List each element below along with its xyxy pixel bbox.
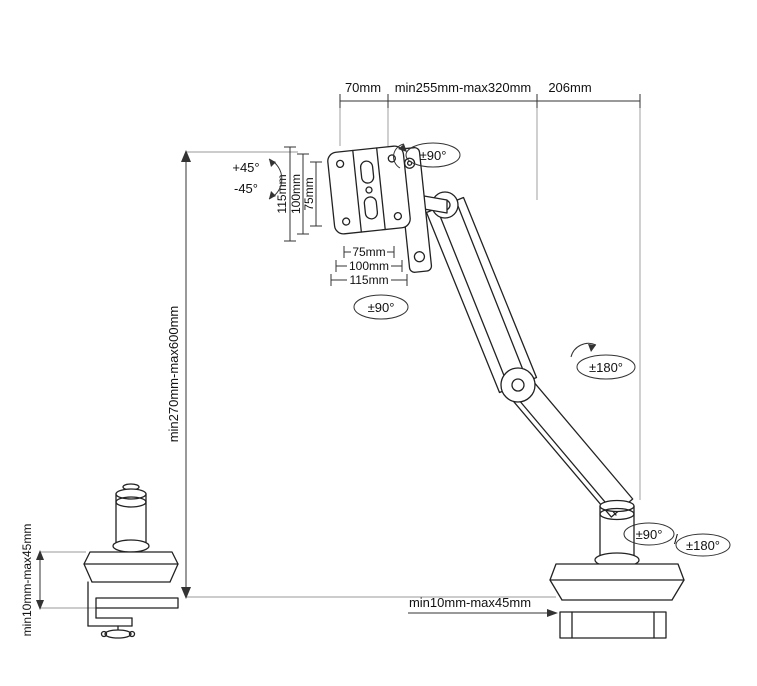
base-rotate-label: ±180° — [686, 538, 720, 553]
dim-vesa-vertical: 115mm 100mm 75mm — [275, 146, 322, 242]
dim-height-label: min270mm-max600mm — [166, 306, 181, 443]
base-clamp-range-label: min10mm-max45mm — [409, 595, 531, 610]
vesa-plate — [327, 145, 411, 235]
side-clamp-range-label: min10mm-max45mm — [20, 524, 34, 637]
dim-top-rear-label: 206mm — [548, 80, 591, 95]
annotation-tilt: +45° -45° — [232, 158, 283, 200]
clamp-pole-collar — [112, 539, 150, 553]
dim-vesa-h100-label: 100mm — [349, 259, 389, 273]
base-lower-jaw — [559, 611, 667, 639]
elbow-rotate-label: ±180° — [589, 360, 623, 375]
dim-vesa-horizontal: 75mm 100mm 115mm — [330, 244, 408, 287]
clamp-screw-handle — [104, 629, 132, 639]
clamp-top-plate — [83, 551, 179, 565]
annotation-vesa-rotate: ±90° — [353, 294, 409, 320]
base-swivel-label: ±90° — [636, 527, 663, 542]
head-swivel-arrow — [393, 143, 405, 169]
dim-vesa-v75-label: 75mm — [302, 177, 316, 210]
desk-clamp-base — [549, 499, 685, 639]
base-rotate-separator: / — [674, 531, 678, 547]
clamp-lower-jaw — [95, 597, 179, 609]
tilt-up-label: +45° — [232, 160, 259, 175]
clamp-detail-drawing — [83, 483, 179, 639]
dim-side-clamp: min10mm-max45mm — [20, 524, 44, 637]
arm-assembly — [423, 191, 634, 518]
dim-top-bracket-label: 70mm — [345, 80, 381, 95]
annotation-base-rotate: ±90° / ±180° — [623, 522, 731, 557]
dim-vesa-v115-label: 115mm — [275, 174, 289, 213]
base-top-plate — [549, 563, 685, 581]
dim-top-arm-label: min255mm-max320mm — [395, 80, 532, 95]
clamp-pole-top — [115, 488, 147, 500]
dim-base-clamp: min10mm-max45mm — [408, 595, 558, 617]
head-swivel-label: ±90° — [420, 148, 447, 163]
annotation-elbow-rotate: ±180° — [570, 342, 636, 380]
dim-top-chain: 70mm min255mm-max320mm 206mm — [339, 80, 641, 108]
vesa-rotate-label: ±90° — [368, 300, 395, 315]
elbow-arrow — [570, 342, 597, 358]
dim-vesa-v100-label: 100mm — [289, 174, 303, 214]
extension-lines — [40, 108, 641, 609]
elbow-joint — [500, 367, 536, 403]
dim-vesa-h115-label: 115mm — [349, 273, 388, 287]
dim-vesa-h75-label: 75mm — [352, 245, 385, 259]
tilt-down-label: -45° — [234, 181, 258, 196]
annotation-head-swivel: ±90° — [393, 142, 461, 169]
dim-height: min270mm-max600mm — [166, 150, 191, 599]
